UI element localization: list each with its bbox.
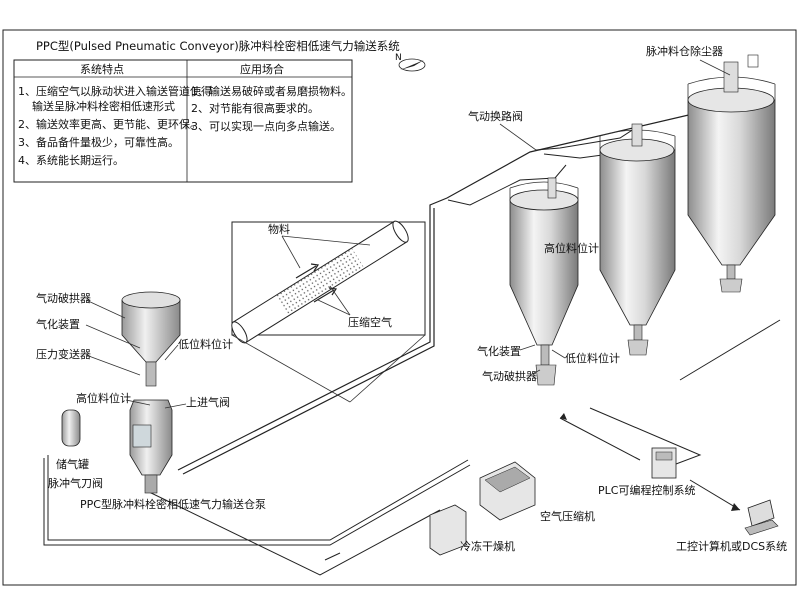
inset-air-label: 压缩空气 <box>348 315 392 329</box>
diagram-title: PPC型(Pulsed Pneumatic Conveyor)脉冲料栓密相低速气… <box>36 39 400 53</box>
air-compressor <box>479 461 536 521</box>
label-air-tank: 储气罐 <box>56 457 89 471</box>
freeze-dryer <box>429 504 467 556</box>
label-high-level-gauge-left: 高位料位计 <box>76 391 131 405</box>
inset-material-label: 物料 <box>268 222 290 236</box>
label-freeze-dryer: 冷冻干燥机 <box>460 539 515 553</box>
feature-line: 输送呈脉冲料栓密相低速形式 <box>32 99 175 113</box>
feature-line: 3、备品备件量极少，可靠性高。 <box>18 135 179 149</box>
label-diverter-valve: 气动换路阀 <box>468 109 523 123</box>
label-aeration-device-silo: 气化装置 <box>477 344 521 358</box>
feature-line: 2、输送效率更高、更节能、更环保。 <box>18 117 201 131</box>
label-arch-breaker-left: 气动破拱器 <box>36 291 91 305</box>
label-air-compressor: 空气压缩机 <box>540 509 595 523</box>
air-tank <box>61 409 81 447</box>
ppc-pump <box>129 399 173 494</box>
table-header-features: 系统特点 <box>80 62 124 76</box>
features-table: 系统特点 应用场合 1、压缩空气以脉动状进入输送管道使得 输送呈脉冲料栓密相低速… <box>13 59 353 183</box>
silo-2 <box>599 123 676 356</box>
feature-line: 1、压缩空气以脉动状进入输送管道使得 <box>18 84 212 98</box>
label-low-level-gauge-left: 低位料位计 <box>178 337 233 351</box>
label-arch-breaker-silo: 气动破拱器 <box>482 369 537 383</box>
plc-cabinet <box>651 447 677 479</box>
label-pump-caption: PPC型脉冲料栓密相低速气力输送仓泵 <box>80 497 266 511</box>
compass-icon: N <box>395 53 426 72</box>
silo-1 <box>509 177 579 386</box>
pipe-inset: 物料 压缩空气 <box>231 220 426 403</box>
outer-frame <box>2 29 797 586</box>
compass-north-label: N <box>395 53 402 63</box>
label-ipc: 工控计算机或DCS系统 <box>676 539 787 553</box>
feature-line: 4、系统能长期运行。 <box>18 153 124 167</box>
application-line: 2、对节能有很高要求的。 <box>191 101 319 115</box>
label-pulse-valve: 脉冲气刀阀 <box>48 476 103 490</box>
label-silo-dust-collector: 脉冲料仓除尘器 <box>646 44 723 58</box>
label-aeration-device-left: 气化装置 <box>36 317 80 331</box>
application-line: 1、输送易破碎或者易磨损物料。 <box>191 84 352 98</box>
label-upper-inlet-valve: 上进气阀 <box>186 395 230 409</box>
computer-icon <box>744 499 779 536</box>
label-pressure-transmitter: 压力变送器 <box>36 347 91 361</box>
silo-3 <box>687 54 776 293</box>
application-line: 3、可以实现一点向多点输送。 <box>191 119 341 133</box>
label-high-level-gauge-silo: 高位料位计 <box>544 241 599 255</box>
label-plc: PLC可编程控制系统 <box>598 483 695 497</box>
air-lines <box>43 455 471 576</box>
control-lines <box>559 319 781 511</box>
label-low-level-gauge-silo: 低位料位计 <box>565 351 620 365</box>
table-header-applications: 应用场合 <box>240 62 284 76</box>
